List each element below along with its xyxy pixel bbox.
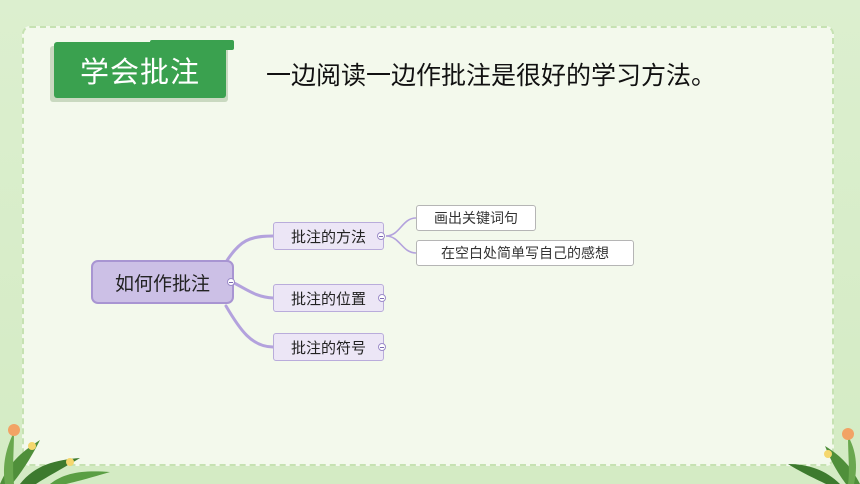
headline-text: 一边阅读一边作批注是很好的学习方法。 (266, 61, 717, 90)
foliage-left-decoration (0, 424, 110, 484)
connector-root-symbol (224, 304, 275, 349)
branch-node-position[interactable]: 批注的位置 (273, 284, 384, 312)
connector-method-leaf2 (385, 235, 417, 254)
collapse-toggle-icon[interactable] (377, 232, 385, 240)
foliage-right-decoration (788, 428, 860, 484)
branch-node-method[interactable]: 批注的方法 (273, 222, 384, 250)
mindmap-root-node[interactable]: 如何作批注 (91, 260, 234, 304)
leaf-node-margin-notes[interactable]: 在空白处简单写自己的感想 (416, 240, 634, 266)
title-badge: 学会批注 (54, 42, 226, 98)
connector-root-method (224, 234, 275, 264)
expand-toggle-icon[interactable] (378, 294, 386, 302)
expand-toggle-icon[interactable] (378, 343, 386, 351)
collapse-toggle-icon[interactable] (227, 278, 235, 286)
connector-root-position (232, 281, 275, 300)
branch-node-symbol[interactable]: 批注的符号 (273, 333, 384, 361)
connector-method-leaf1 (385, 217, 417, 237)
leaf-node-key-phrases[interactable]: 画出关键词句 (416, 205, 536, 231)
